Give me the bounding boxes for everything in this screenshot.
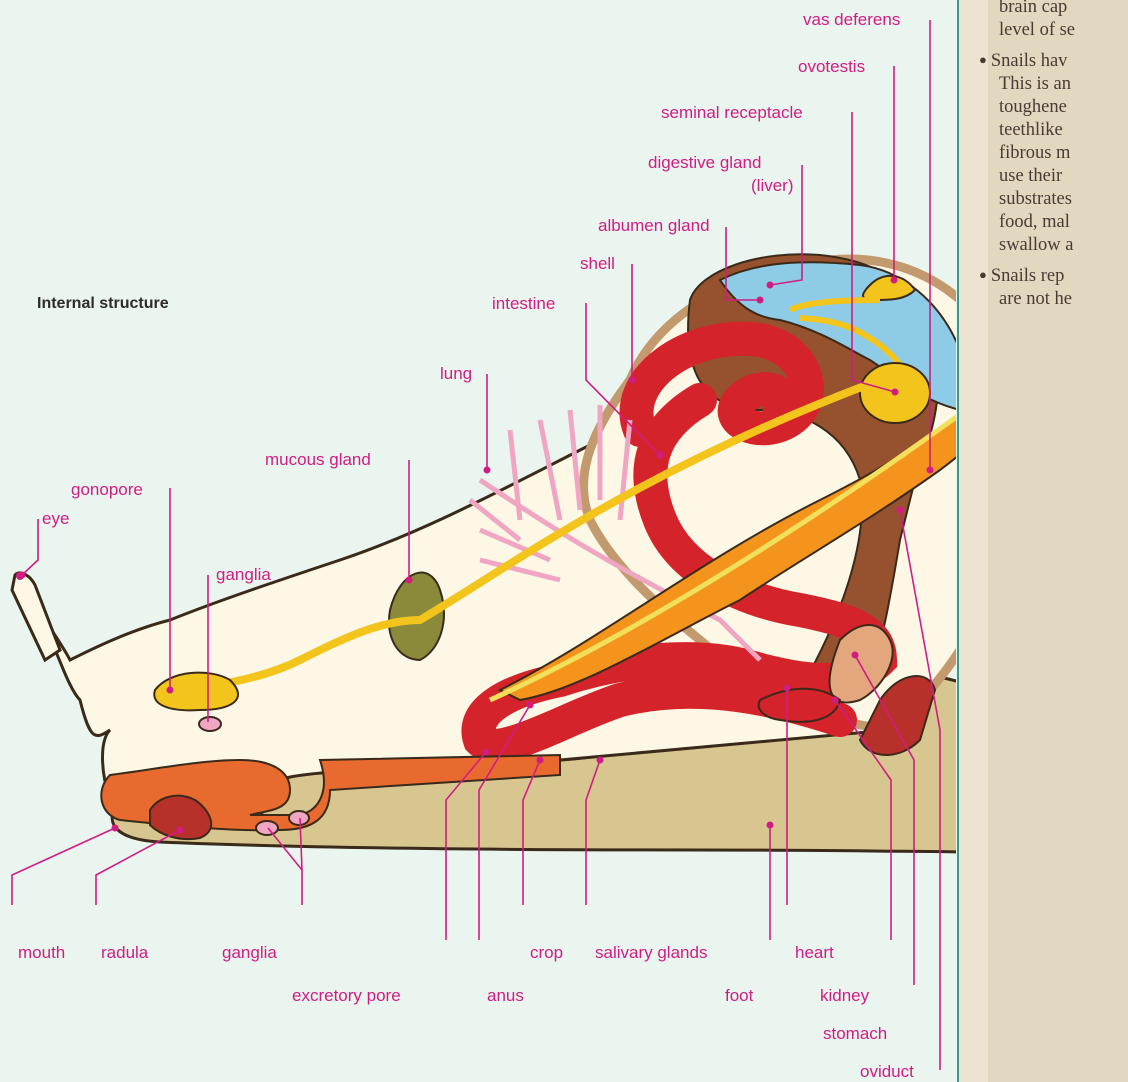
side-line: brain cap xyxy=(979,0,1128,19)
ganglia-bottom-shape-2 xyxy=(289,811,309,825)
label-oviduct: oviduct xyxy=(860,1062,914,1082)
label-anus: anus xyxy=(487,986,524,1006)
label-vas-deferens: vas deferens xyxy=(803,10,900,30)
label-heart: heart xyxy=(795,943,834,963)
label-mucous-gland: mucous gland xyxy=(265,450,371,470)
label-lung: lung xyxy=(440,364,472,384)
label-crop: crop xyxy=(530,943,563,963)
side-line: substrates xyxy=(979,188,1128,211)
label-mouth: mouth xyxy=(18,943,65,963)
side-line: food, mal xyxy=(979,211,1128,234)
label-kidney: kidney xyxy=(820,986,869,1006)
label-foot: foot xyxy=(725,986,753,1006)
side-line: toughene xyxy=(979,96,1128,119)
ganglia-top-shape xyxy=(199,717,221,731)
side-line: Snails hav xyxy=(979,50,1128,73)
label-salivary-glands: salivary glands xyxy=(595,943,707,963)
side-line: teethlike xyxy=(979,119,1128,142)
diagram-caption: Internal structure xyxy=(37,295,169,313)
side-line: swallow a xyxy=(979,234,1128,257)
label-excretory-pore: excretory pore xyxy=(292,986,401,1006)
side-text-panel: brain cap level of se Snails hav This is… xyxy=(957,0,1128,1082)
side-line: Snails rep xyxy=(979,265,1128,288)
label-albumen-gland: albumen gland xyxy=(598,216,710,236)
label-shell: shell xyxy=(580,254,615,274)
label-ganglia-top: ganglia xyxy=(216,565,271,585)
side-text-body: brain cap level of se Snails hav This is… xyxy=(979,0,1128,311)
side-line: use their xyxy=(979,165,1128,188)
label-digestive-gland: digestive gland xyxy=(648,153,761,173)
label-stomach: stomach xyxy=(823,1024,887,1044)
label-digestive-gland-sub: (liver) xyxy=(751,176,794,196)
label-ovotestis: ovotestis xyxy=(798,57,865,77)
label-gonopore: gonopore xyxy=(71,480,143,500)
diagram-panel: Internal structure vas deferens ovotesti… xyxy=(0,0,956,1082)
label-seminal-receptacle: seminal receptacle xyxy=(661,103,803,123)
side-line: This is an xyxy=(979,73,1128,96)
ganglia-bottom-shape-1 xyxy=(256,821,278,835)
tentacle-shape xyxy=(12,573,60,660)
label-eye: eye xyxy=(42,509,69,529)
side-line: fibrous m xyxy=(979,142,1128,165)
panel-divider xyxy=(957,0,959,1082)
label-intestine: intestine xyxy=(492,294,555,314)
side-line: are not he xyxy=(979,288,1128,311)
label-ganglia-bottom: ganglia xyxy=(222,943,277,963)
side-line: level of se xyxy=(979,19,1128,42)
snail-anatomy-illustration xyxy=(0,0,956,1082)
label-radula: radula xyxy=(101,943,148,963)
